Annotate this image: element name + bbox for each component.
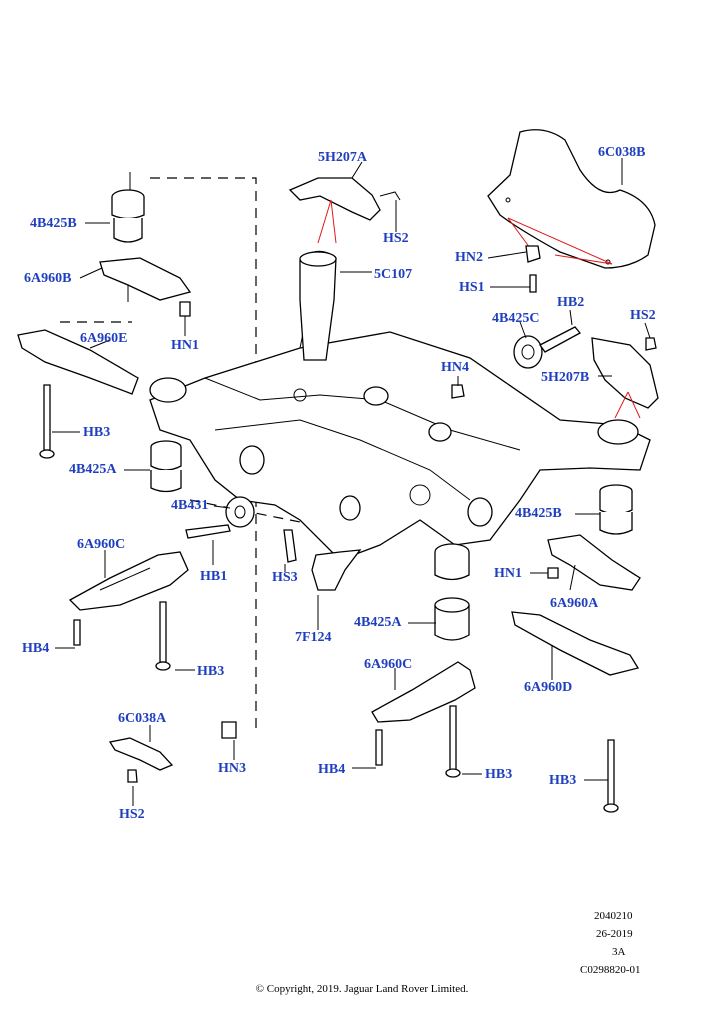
label-hb2[interactable]: HB2	[557, 295, 585, 310]
label-6a960b[interactable]: 6A960B	[24, 271, 72, 286]
part-6a960a	[547, 534, 641, 591]
part-hb3-mid	[449, 705, 457, 771]
label-hb3-left[interactable]: HB3	[83, 425, 111, 440]
label-hb3-bottom[interactable]: HB3	[549, 773, 577, 788]
part-hb4-right	[375, 729, 383, 766]
label-hs2-top[interactable]: HS2	[383, 231, 409, 246]
part-hb2	[539, 326, 582, 353]
part-hb4-left	[73, 619, 81, 646]
part-6a960c-right	[371, 661, 476, 723]
label-4b425a-left[interactable]: 4B425A	[69, 462, 117, 477]
part-7f124	[311, 549, 362, 591]
label-4b425c[interactable]: 4B425C	[492, 311, 540, 326]
label-hn3[interactable]: HN3	[218, 761, 246, 776]
part-hb1	[185, 524, 231, 539]
part-6c038b	[487, 129, 656, 269]
part-hn1-left	[179, 301, 191, 317]
label-4b425b-right[interactable]: 4B425B	[515, 506, 562, 521]
label-hn2[interactable]: HN2	[455, 250, 483, 265]
label-5h207b[interactable]: 5H207B	[541, 370, 590, 385]
label-hb1[interactable]: HB1	[200, 569, 228, 584]
part-hb3-mid-left-head	[155, 661, 171, 671]
label-hn1-left[interactable]: HN1	[171, 338, 199, 353]
part-4b425b-left	[111, 189, 145, 243]
label-6a960e[interactable]: 6A960E	[80, 331, 128, 346]
label-4b425b-left[interactable]: 4B425B	[30, 216, 77, 231]
part-hs2-right	[645, 337, 657, 351]
copyright-notice: © Copyright, 2019. Jaguar Land Rover Lim…	[255, 983, 469, 995]
label-4b425a-right[interactable]: 4B425A	[354, 615, 402, 630]
label-hn4[interactable]: HN4	[441, 360, 469, 375]
dashed-group-outline	[150, 177, 257, 735]
callout-5h207a-1	[317, 199, 332, 244]
label-hs2-bottom[interactable]: HS2	[119, 807, 145, 822]
part-hn4	[451, 384, 465, 399]
callout-6c038b-2	[507, 217, 613, 265]
leader-lines	[52, 158, 651, 806]
part-4b425c	[513, 335, 543, 369]
subframe-body	[149, 279, 651, 561]
label-hb3-right[interactable]: HB3	[485, 767, 513, 782]
label-5c107[interactable]: 5C107	[374, 267, 413, 282]
callout-5h207b-1	[614, 391, 629, 419]
meta-line-3: 3A	[612, 946, 626, 958]
label-hs1[interactable]: HS1	[459, 280, 485, 295]
part-5h207b	[591, 337, 659, 409]
part-hs3	[283, 529, 297, 563]
label-4b431[interactable]: 4B431	[171, 498, 209, 513]
part-6c038a	[108, 737, 174, 771]
part-5h207a	[288, 177, 401, 221]
part-hn3	[221, 721, 237, 739]
callout-6c038b-3	[554, 254, 613, 265]
part-6a960d	[511, 611, 640, 676]
label-6a960c-right[interactable]: 6A960C	[364, 657, 413, 672]
label-hs2-right[interactable]: HS2	[630, 308, 656, 323]
part-hb3-right-head	[603, 803, 619, 813]
label-6c038a[interactable]: 6C038A	[118, 711, 167, 726]
label-hn1-right[interactable]: HN1	[494, 566, 522, 581]
callout-5h207b-2	[627, 391, 641, 419]
part-hn1-right	[547, 567, 559, 579]
meta-line-4: C0298820-01	[580, 964, 641, 976]
part-hb3-left	[43, 384, 51, 451]
part-hb3-right	[607, 739, 615, 806]
part-6a960e	[17, 329, 139, 395]
part-4b431	[225, 496, 255, 528]
label-7f124[interactable]: 7F124	[295, 630, 332, 645]
part-4b425a-left	[150, 440, 182, 493]
part-hn2	[525, 245, 541, 263]
callout-6c038b-1	[507, 217, 531, 249]
part-6a960c-left	[68, 551, 189, 611]
label-5h207a[interactable]: 5H207A	[318, 150, 367, 165]
label-6a960a[interactable]: 6A960A	[550, 596, 599, 611]
part-4b425b-right	[599, 484, 633, 535]
label-hs3[interactable]: HS3	[272, 570, 298, 585]
label-6a960d[interactable]: 6A960D	[524, 680, 573, 695]
label-hb3-mid-left[interactable]: HB3	[197, 664, 225, 679]
part-hs2-bottom	[127, 769, 138, 783]
callout-5h207a-2	[330, 199, 337, 244]
part-4b425a-right	[434, 543, 470, 641]
label-hb4-left[interactable]: HB4	[22, 641, 50, 656]
part-hs1	[529, 274, 537, 293]
part-hb3-mid-head	[445, 768, 461, 778]
label-6a960c-left[interactable]: 6A960C	[77, 537, 126, 552]
meta-line-1: 2040210	[594, 910, 633, 922]
part-hb3-mid-left	[159, 601, 167, 663]
part-hb3-left-head	[39, 449, 55, 459]
meta-line-2: 26-2019	[596, 928, 633, 940]
part-5c107	[299, 250, 337, 361]
part-6a960b	[99, 257, 192, 301]
label-6c038b[interactable]: 6C038B	[598, 145, 646, 160]
label-hb4-right[interactable]: HB4	[318, 762, 346, 777]
